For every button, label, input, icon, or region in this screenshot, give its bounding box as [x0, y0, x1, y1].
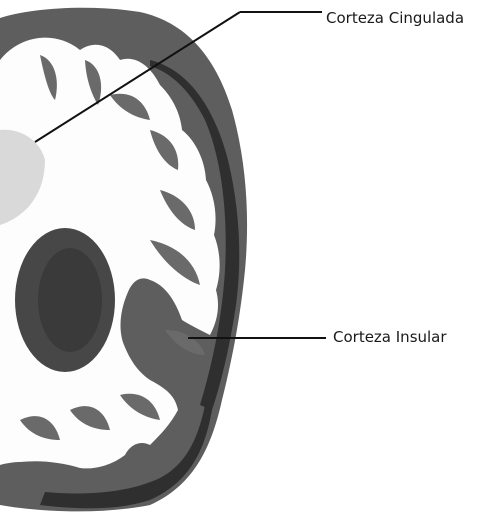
- insular-cortex-label: Corteza Insular: [333, 328, 447, 346]
- cingulate-cortex-label: Corteza Cingulada: [326, 9, 464, 27]
- subcortical-nucleus-core: [38, 248, 102, 352]
